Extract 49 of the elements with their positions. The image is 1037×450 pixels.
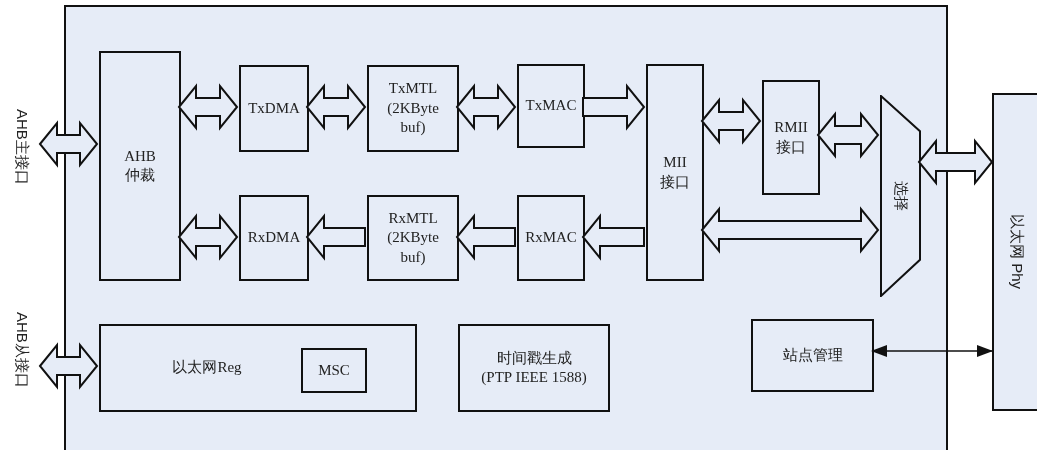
port-text: AHB主接口 [12,109,32,185]
box-label: RxDMA [247,228,301,248]
double-block-arrow [700,206,880,254]
double-block-arrow [38,120,99,168]
module-box [646,64,704,281]
module-box [367,65,459,152]
double-block-arrow [38,342,99,390]
double-block-arrow [305,83,367,131]
box-label: RMII 接口 [773,118,809,157]
block-arrow [305,213,366,261]
block-arrow [455,213,516,261]
module-box [239,195,309,281]
selector-trapezoid [880,95,921,297]
box-label: 以太网Reg [172,358,242,378]
module-box [239,65,309,152]
box-label: 站点管理 [782,345,843,365]
port-text: AHB从接口 [12,312,32,388]
module-box [99,51,181,281]
double-block-arrow [816,111,880,159]
module-box [458,324,610,412]
box-label: TxMTL (2KByte buf) [386,79,440,138]
double-block-arrow [177,213,239,261]
box-label: 时间戳生成 [496,348,572,368]
box-label: AHB 仲裁 [123,146,157,185]
phy-box [992,93,1037,411]
module-box [517,195,585,281]
module-box [517,64,585,148]
chip-panel [64,5,948,450]
double-block-arrow [700,97,762,145]
module-box [367,195,459,281]
block-arrow [582,83,646,131]
box-label: TxDMA [248,98,300,118]
double-block-arrow [455,83,517,131]
double-arrow [871,345,993,357]
double-block-arrow [177,83,239,131]
box-label: RxMTL (2KByte buf) [386,208,440,267]
module-box [99,324,417,412]
box-label: RxMAC [525,228,577,248]
box-label: (PTP IEEE 1588) [481,368,587,387]
double-block-arrow [917,138,994,186]
box-label: MII 接口 [660,153,690,192]
module-box [762,80,820,195]
module-box [751,319,874,392]
block-arrow [581,213,645,261]
box-label: MSC [318,360,350,380]
box-label: TxMAC [525,96,577,116]
module-box [301,348,367,393]
box-label: 选择 [892,181,911,211]
box-label: 以太网 Phy [1007,214,1027,290]
